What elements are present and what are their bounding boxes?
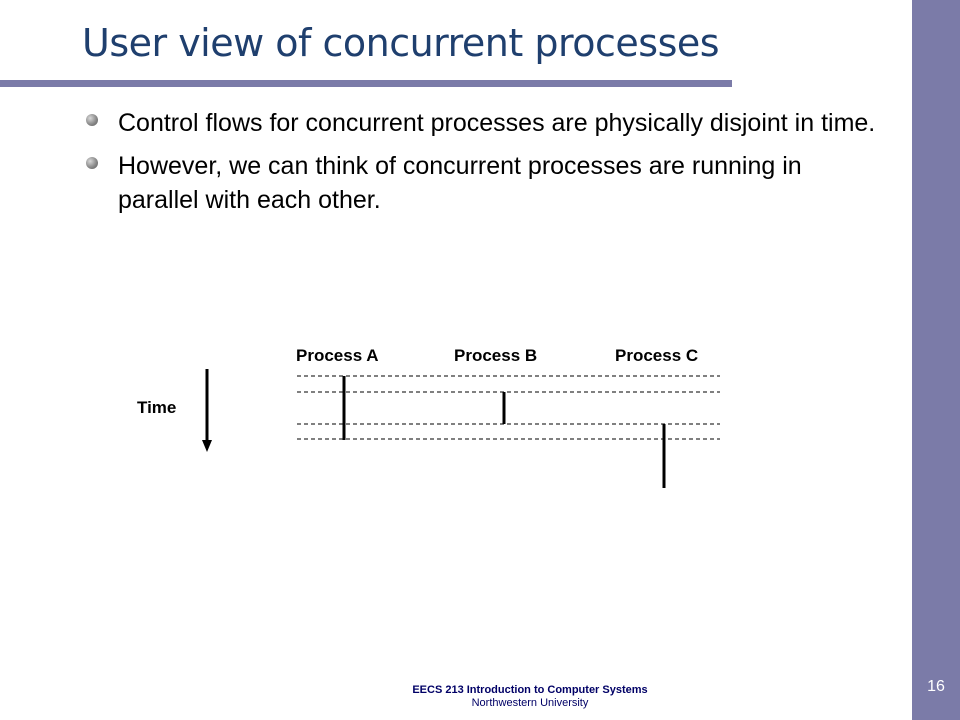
time-arrow-head-icon (202, 440, 212, 452)
right-accent-bar (912, 0, 960, 720)
time-gridlines (297, 375, 720, 440)
footer-university: Northwestern University (471, 697, 589, 709)
page-number: 16 (927, 678, 945, 695)
title-underline (0, 80, 732, 87)
process-c-label: Process C (615, 346, 698, 365)
bullet-icon (86, 114, 98, 126)
bullet-text: Control flows for concurrent processes a… (118, 109, 876, 137)
process-a-label: Process A (296, 346, 379, 365)
process-b-label: Process B (454, 346, 537, 365)
concurrency-diagram: Process A Process B Process C Time (137, 346, 720, 488)
footer-course: EECS 213 Introduction to Computer System… (412, 684, 648, 696)
bullet-icon (86, 157, 98, 169)
bullet-list: Control flows for concurrent processes a… (0, 106, 912, 226)
footer: EECS 213 Introduction to Computer System… (330, 684, 730, 710)
bullet-item: However, we can think of concurrent proc… (0, 149, 878, 217)
bullet-item: Control flows for concurrent processes a… (0, 106, 878, 140)
slide-title: User view of concurrent processes (82, 21, 720, 65)
bullet-text: However, we can think of concurrent proc… (118, 152, 802, 214)
time-label: Time (137, 398, 176, 417)
